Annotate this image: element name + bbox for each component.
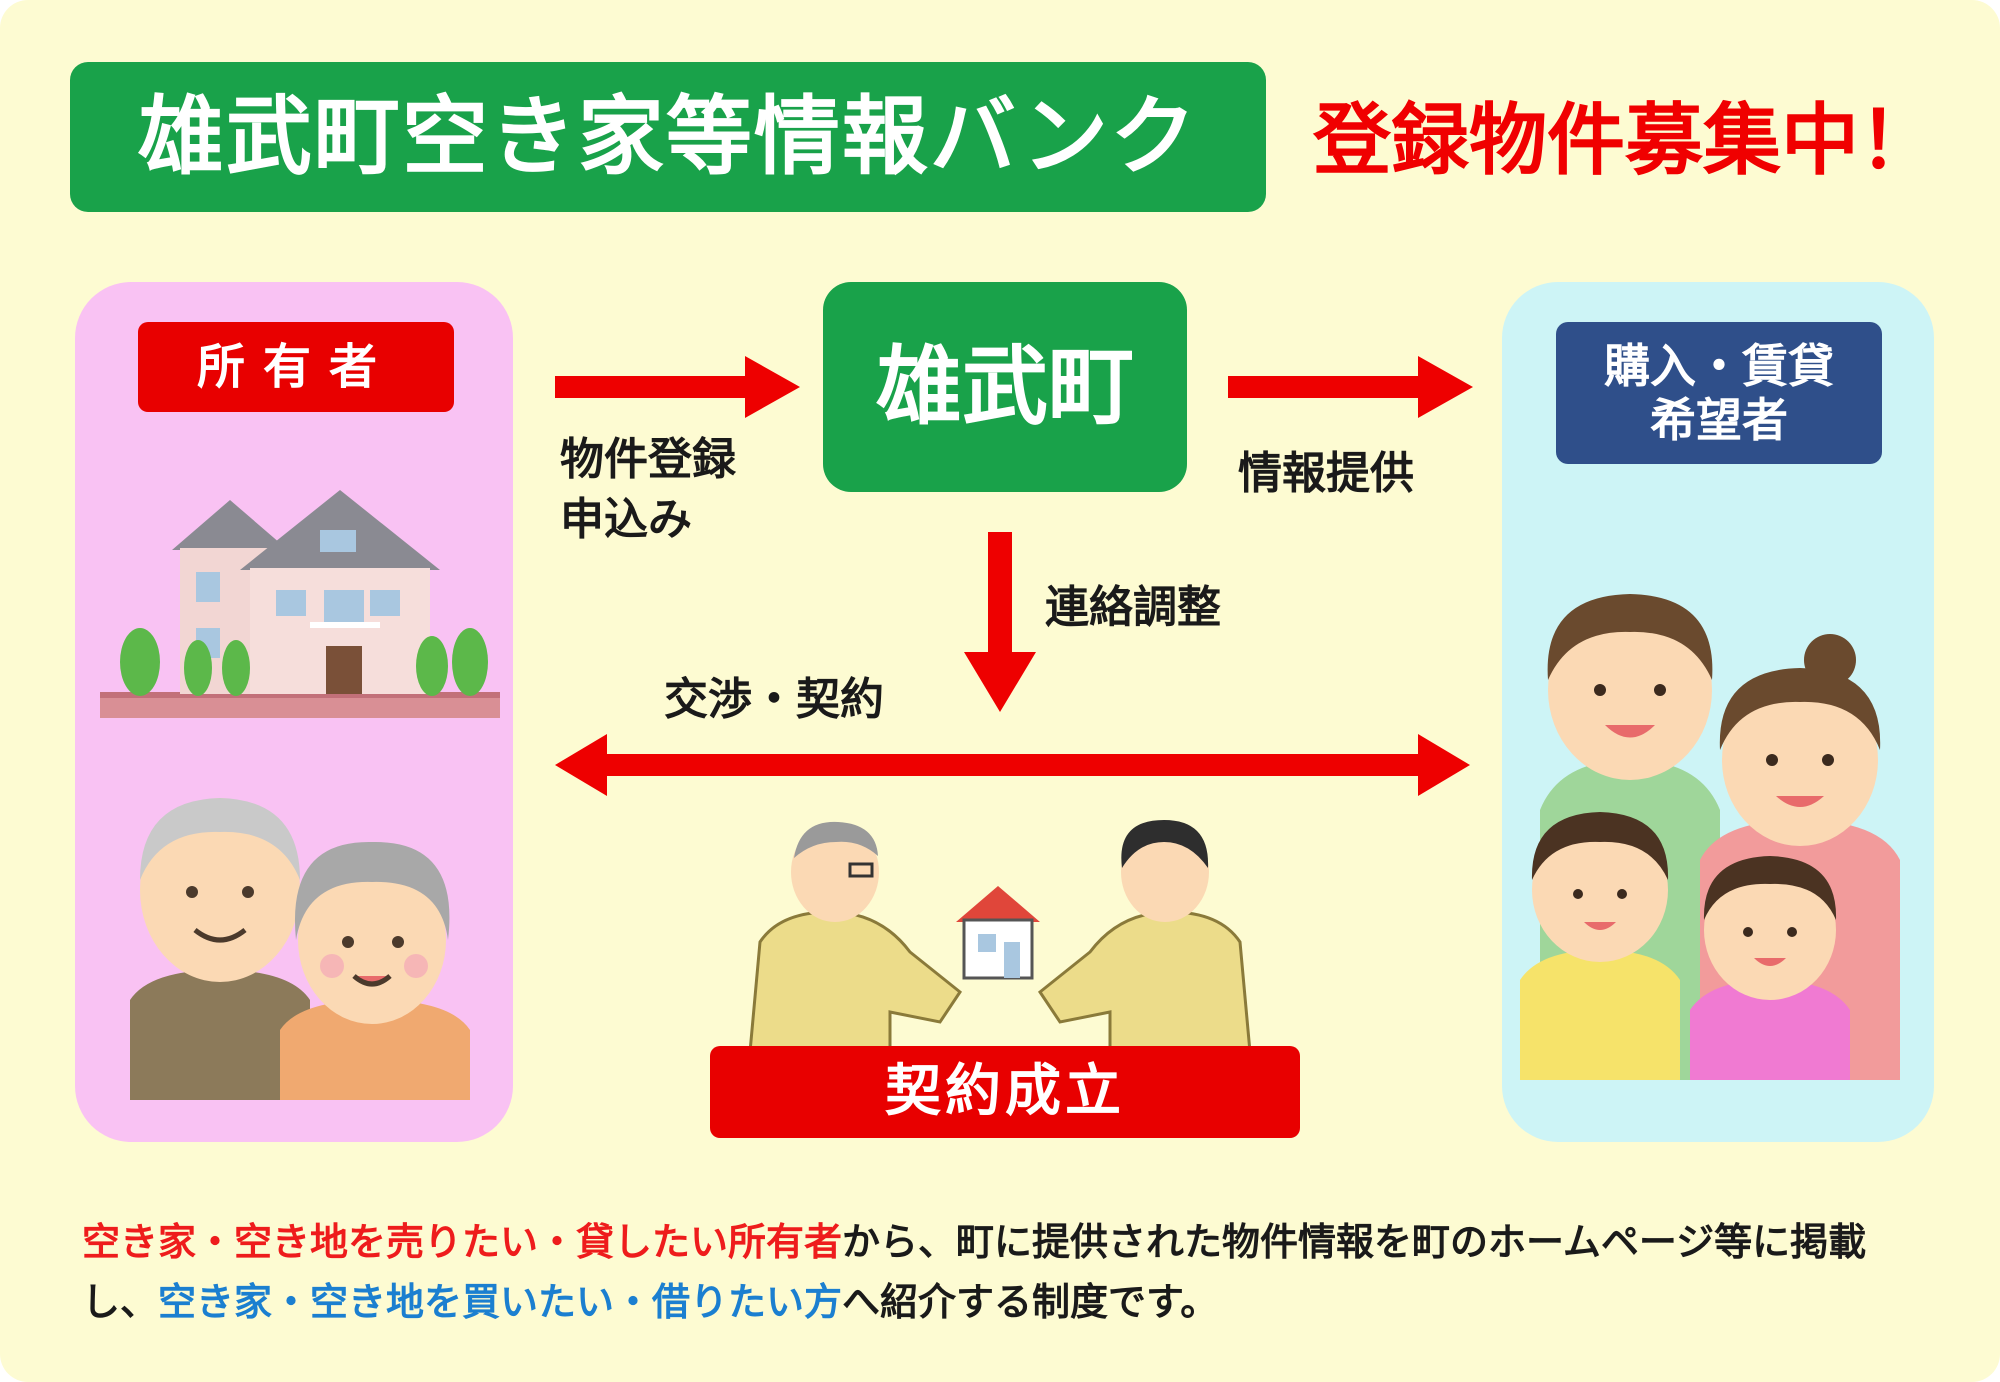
description-owner-text: 空き家・空き地を売りたい・貸したい所有者 bbox=[82, 1220, 843, 1264]
owner-label: 所有者 bbox=[138, 322, 454, 412]
description-middle-text: から、町に提供された物件情報を町のホームページ等に掲載し、 bbox=[82, 1220, 1867, 1324]
handshake-illustration bbox=[748, 820, 1252, 1054]
info-label: 情報提供 bbox=[1238, 448, 1414, 499]
coordination-arrow bbox=[964, 532, 1036, 712]
info-arrow bbox=[1228, 356, 1473, 418]
recruit-banner: 登録物件募集中！ bbox=[1312, 96, 1937, 186]
negotiation-label: 交渉・契約 bbox=[664, 674, 884, 725]
buyer-label: 購入・賃貸 希望者 bbox=[1556, 322, 1882, 464]
elderly-couple-illustration bbox=[130, 798, 470, 1100]
town-box: 雄武町 bbox=[823, 282, 1187, 492]
description: 空き家・空き地を売りたい・貸したい所有者から、町に提供された物件情報を町のホーム… bbox=[82, 1212, 1942, 1332]
register-label-line1: 物件登録 bbox=[560, 434, 736, 485]
contract-success-label: 契約成立 bbox=[710, 1046, 1300, 1138]
house-illustration bbox=[100, 490, 500, 718]
register-label-line2: 申込み bbox=[560, 494, 692, 545]
register-arrow bbox=[555, 356, 800, 418]
register-label: 物件登録 申込み bbox=[560, 430, 736, 550]
buyer-label-line1: 購入・賃貸 bbox=[1604, 339, 1834, 393]
negotiation-arrow bbox=[555, 734, 1470, 796]
description-end-text: へ紹介する制度です。 bbox=[842, 1280, 1219, 1324]
coordination-label: 連絡調整 bbox=[1045, 582, 1221, 633]
buyer-label-line2: 希望者 bbox=[1650, 393, 1788, 447]
page-title: 雄武町空き家等情報バンク bbox=[70, 62, 1266, 212]
description-buyer-text: 空き家・空き地を買いたい・借りたい方 bbox=[158, 1280, 843, 1324]
family-illustration bbox=[1520, 594, 1900, 1080]
